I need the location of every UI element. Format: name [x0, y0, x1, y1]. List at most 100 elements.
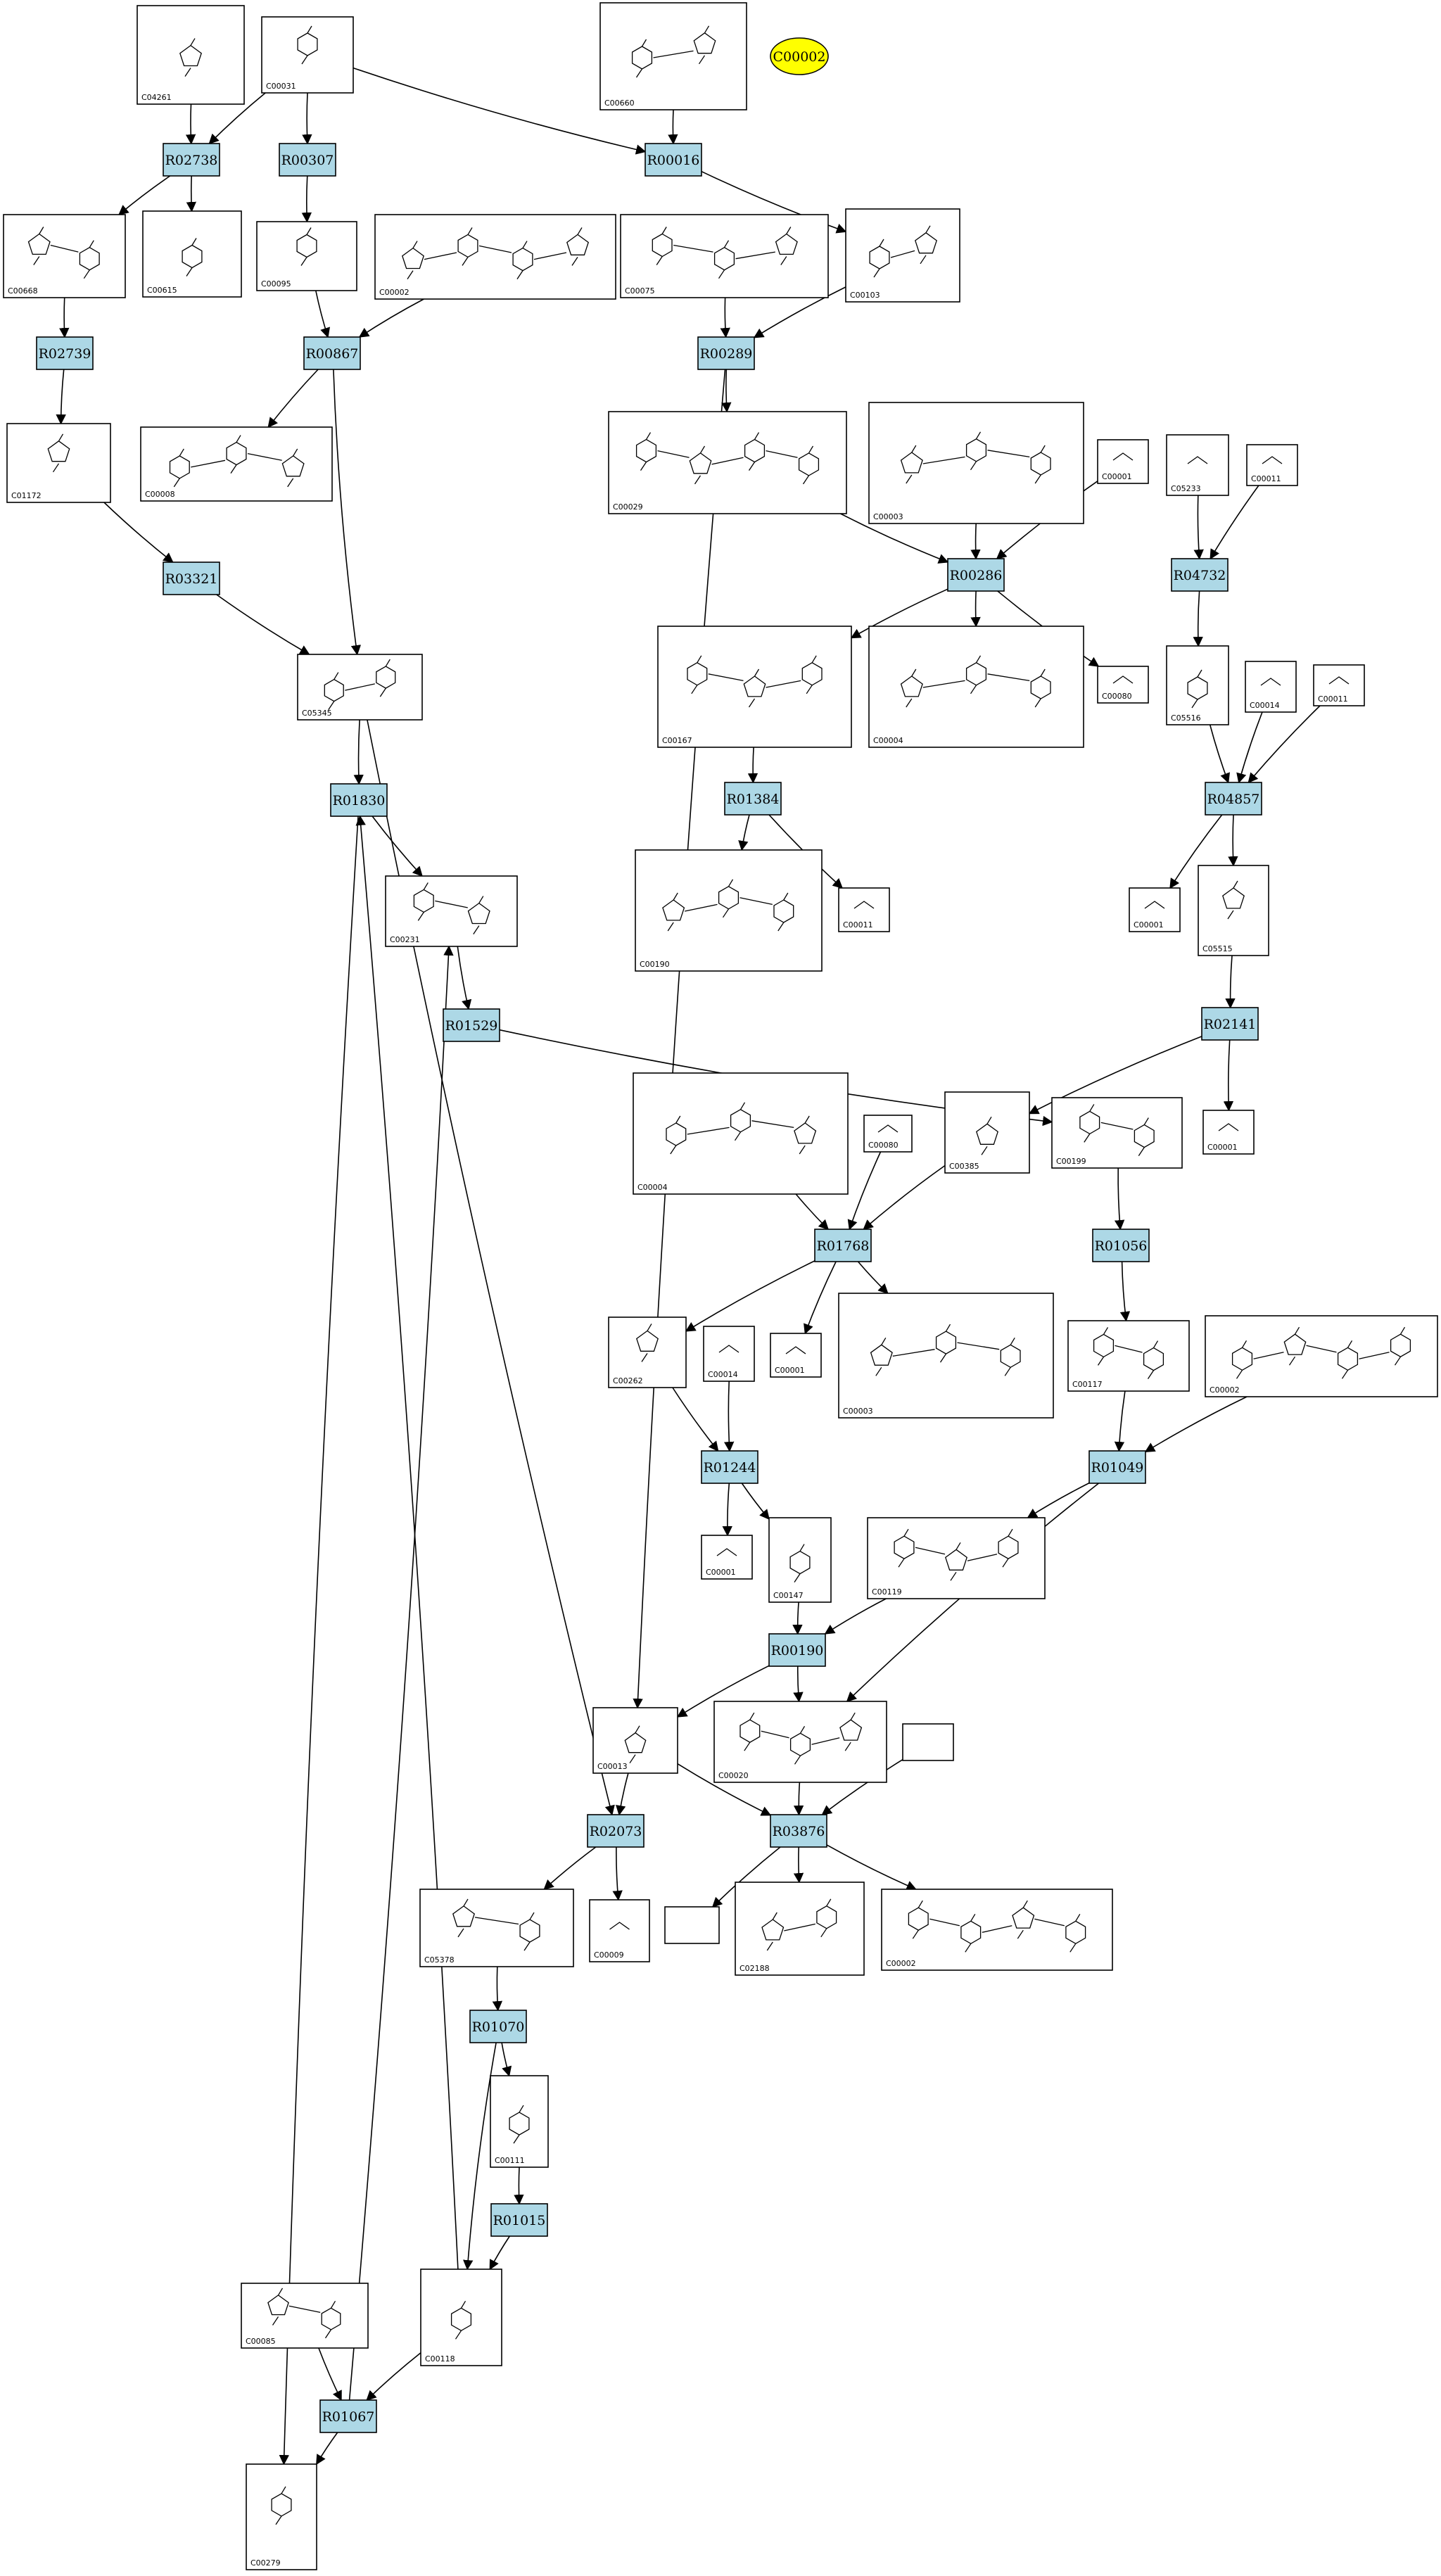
- compound-node-c00119[interactable]: C00119: [867, 1517, 1046, 1599]
- compound-node-c00011c[interactable]: C00011: [838, 887, 890, 932]
- compound-node-c00020[interactable]: C00020: [713, 1701, 887, 1783]
- compound-node-c00001c[interactable]: C00001: [1202, 1110, 1255, 1155]
- compound-id-label: C00011: [1251, 474, 1281, 483]
- reaction-node-r00867[interactable]: R00867: [303, 336, 361, 370]
- reaction-node-r03321[interactable]: R03321: [163, 561, 220, 595]
- compound-node-c00002a[interactable]: C00002: [374, 214, 616, 300]
- structure-drawing-icon: [1222, 880, 1245, 920]
- compound-node-c00011b[interactable]: C00011: [1313, 664, 1365, 706]
- compound-node-c00002b[interactable]: C00002: [1205, 1315, 1438, 1397]
- highlight-compound-badge[interactable]: C00002: [770, 37, 829, 75]
- structure-drawing-icon: [182, 238, 203, 277]
- compound-node-c00080b[interactable]: C00080: [863, 1115, 913, 1153]
- compound-node-c00031[interactable]: C00031: [261, 16, 354, 94]
- edge-C00013-to-R03876: [677, 1763, 772, 1816]
- reaction-node-r02739[interactable]: R02739: [36, 336, 94, 370]
- reaction-node-r02141[interactable]: R02141: [1201, 1007, 1259, 1041]
- reaction-node-r01529[interactable]: R01529: [443, 1008, 500, 1042]
- reaction-node-r01244[interactable]: R01244: [701, 1450, 758, 1484]
- compound-node-c05345[interactable]: C05345: [297, 654, 423, 721]
- compound-node-c05516[interactable]: C05516: [1166, 645, 1229, 725]
- compound-node-c00014b[interactable]: C00014: [703, 1326, 755, 1382]
- edge-R00190-to-C00020: [793, 1665, 804, 1703]
- compound-node-c00668[interactable]: C00668: [3, 214, 126, 298]
- compound-node-c00103[interactable]: C00103: [845, 208, 960, 303]
- reaction-node-r04732[interactable]: R04732: [1171, 558, 1229, 592]
- reaction-id-label: R00307: [281, 153, 334, 168]
- compound-node-c04261[interactable]: C04261: [137, 5, 245, 105]
- edge-R02738-to-C00615: [186, 175, 197, 212]
- reaction-node-r01056[interactable]: R01056: [1092, 1229, 1150, 1262]
- compound-node-c00009[interactable]: C00009: [589, 1899, 650, 1962]
- compound-node-c00118[interactable]: C00118: [420, 2269, 502, 2366]
- compound-node-c00008[interactable]: C00008: [140, 426, 333, 502]
- compound-node-blank2[interactable]: [664, 1906, 720, 1944]
- compound-id-label: C00003: [843, 1407, 873, 1416]
- compound-node-c05515[interactable]: C05515: [1198, 865, 1269, 956]
- compound-node-c00095[interactable]: C00095: [256, 221, 357, 291]
- compound-node-c00660[interactable]: C00660: [599, 2, 747, 110]
- compound-node-c00080a[interactable]: C00080: [1097, 666, 1149, 704]
- reaction-node-r00190[interactable]: R00190: [768, 1633, 826, 1667]
- reaction-node-r02073[interactable]: R02073: [587, 1814, 645, 1848]
- reaction-node-r01015[interactable]: R01015: [490, 2203, 548, 2237]
- compound-node-c00001e[interactable]: C00001: [701, 1535, 753, 1580]
- reaction-node-r00289[interactable]: R00289: [697, 336, 755, 370]
- compound-node-c00085[interactable]: C00085: [241, 2283, 369, 2349]
- compound-node-c00003b[interactable]: C00003: [838, 1293, 1054, 1419]
- compound-id-label: C05378: [424, 1955, 455, 1965]
- compound-node-c00014a[interactable]: C00014: [1245, 661, 1297, 713]
- compound-node-c00002c[interactable]: C00002: [881, 1889, 1113, 1971]
- reaction-node-r01768[interactable]: R01768: [814, 1229, 872, 1262]
- compound-node-c00004b[interactable]: C00004: [633, 1072, 849, 1195]
- reaction-node-r01067[interactable]: R01067: [319, 2399, 377, 2433]
- compound-node-c02188[interactable]: C02188: [735, 1882, 865, 1976]
- reaction-id-label: R00286: [950, 568, 1003, 583]
- compound-node-c01172[interactable]: C01172: [6, 423, 111, 503]
- reaction-id-label: R04732: [1174, 568, 1226, 583]
- reaction-node-r00307[interactable]: R00307: [279, 143, 336, 177]
- compound-node-c00279[interactable]: C00279: [246, 2463, 317, 2570]
- reaction-node-r01049[interactable]: R01049: [1088, 1450, 1146, 1484]
- compound-node-c00013[interactable]: C00013: [592, 1707, 678, 1774]
- compound-node-c05233[interactable]: C05233: [1166, 434, 1229, 496]
- reaction-node-r04857[interactable]: R04857: [1205, 782, 1262, 816]
- compound-node-c00011a[interactable]: C00011: [1246, 444, 1298, 486]
- structure-drawing-icon: [509, 2105, 530, 2144]
- reaction-node-r01070[interactable]: R01070: [469, 2010, 527, 2043]
- compound-node-c00001b[interactable]: C00001: [1129, 887, 1181, 932]
- compound-node-c05378[interactable]: C05378: [419, 1889, 574, 1967]
- compound-node-c00147[interactable]: C00147: [768, 1517, 832, 1603]
- compound-node-c00117[interactable]: C00117: [1067, 1320, 1190, 1392]
- compound-node-c00004a[interactable]: C00004: [868, 626, 1084, 748]
- edge-BLANK1-to-R03876: [821, 1759, 903, 1815]
- compound-node-c00003a[interactable]: C00003: [868, 402, 1084, 524]
- reaction-node-r03876[interactable]: R03876: [770, 1814, 827, 1848]
- compound-node-blank1[interactable]: [902, 1723, 954, 1761]
- compound-node-c00199[interactable]: C00199: [1051, 1097, 1183, 1169]
- edge-R00867-to-C05345: [333, 369, 362, 656]
- compound-node-c00001d[interactable]: C00001: [770, 1333, 822, 1378]
- compound-node-c00111[interactable]: C00111: [490, 2075, 549, 2168]
- edge-R01049-to-C00119: [1027, 1482, 1090, 1518]
- compound-node-c00615[interactable]: C00615: [142, 210, 242, 298]
- compound-node-c00262[interactable]: C00262: [608, 1316, 687, 1388]
- compound-node-c00029[interactable]: C00029: [608, 411, 847, 514]
- reaction-node-r00016[interactable]: R00016: [645, 143, 702, 177]
- reaction-node-r01384[interactable]: R01384: [724, 782, 782, 816]
- reaction-id-label: R01768: [817, 1238, 870, 1254]
- compound-id-label: C00095: [261, 279, 291, 288]
- edge-C00167-to-R01384: [747, 747, 758, 784]
- compound-node-c00001a[interactable]: C00001: [1097, 439, 1149, 484]
- compound-node-c00385[interactable]: C00385: [944, 1091, 1030, 1174]
- compound-id-label: C00262: [613, 1376, 643, 1385]
- compound-node-c00190[interactable]: C00190: [635, 849, 823, 972]
- compound-node-c00231[interactable]: C00231: [385, 875, 518, 947]
- compound-node-c00167[interactable]: C00167: [657, 626, 852, 748]
- reaction-node-r02738[interactable]: R02738: [163, 143, 220, 177]
- reaction-node-r00286[interactable]: R00286: [947, 558, 1005, 592]
- edge-R01768-to-C00001d: [804, 1261, 837, 1335]
- compound-node-c00075[interactable]: C00075: [620, 214, 829, 298]
- reaction-node-r01830[interactable]: R01830: [330, 783, 388, 817]
- compound-id-label: C00119: [872, 1587, 902, 1597]
